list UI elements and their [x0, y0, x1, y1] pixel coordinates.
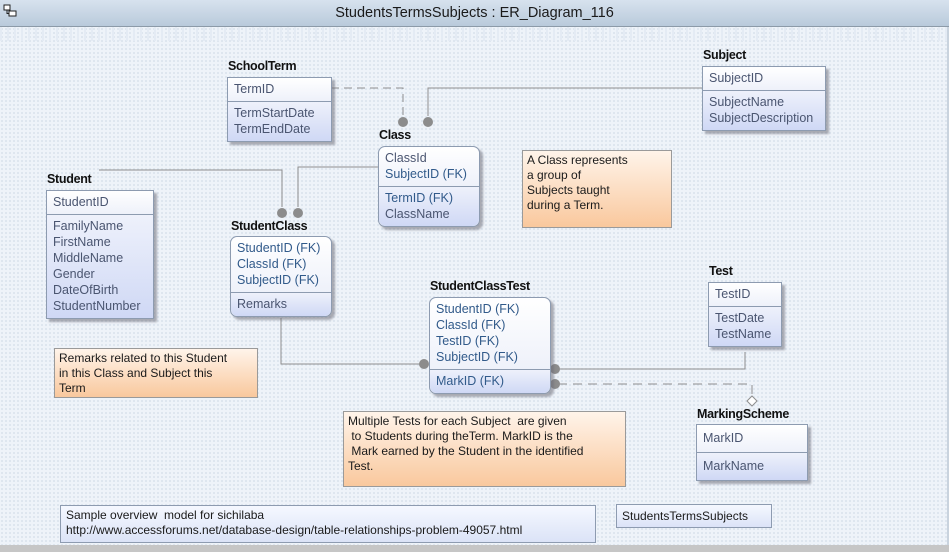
- note-source[interactable]: Sample overview model for sichilaba http…: [60, 505, 596, 543]
- note-remarks[interactable]: Remarks related to this Student in this …: [54, 348, 258, 398]
- field-subjectid-fk[interactable]: SubjectID (FK): [237, 273, 319, 287]
- relationship-endpoint-dot: [423, 117, 433, 127]
- field-classid-fk[interactable]: ClassId (FK): [436, 318, 506, 332]
- entity-subject[interactable]: SubjectID SubjectName SubjectDescription: [702, 66, 826, 131]
- rel-test-studentclasstest[interactable]: [558, 352, 746, 370]
- relationship-endpoint-dot: [398, 117, 408, 127]
- entity-studentclasstest[interactable]: StudentID (FK) ClassId (FK) TestID (FK) …: [429, 297, 551, 394]
- relationship-endpoint-dot: [550, 364, 560, 374]
- optional-diamond-icon: [746, 395, 758, 407]
- field-studentid[interactable]: StudentID: [53, 195, 109, 209]
- entity-test[interactable]: TestID TestDate TestName: [708, 282, 782, 347]
- rel-class-studentclass[interactable]: [297, 166, 378, 207]
- field-middlename[interactable]: MiddleName: [53, 251, 124, 265]
- window-title: StudentsTermsSubjects : ER_Diagram_116: [335, 5, 614, 21]
- model-label[interactable]: StudentsTermsSubjects: [616, 504, 772, 528]
- field-subjectid-fk[interactable]: SubjectID (FK): [436, 350, 518, 364]
- rel-markingscheme-studentclasstest[interactable]: [558, 383, 753, 396]
- field-subjectname[interactable]: SubjectName: [709, 95, 785, 109]
- field-studentnumber[interactable]: StudentNumber: [53, 299, 141, 313]
- bottom-scrollbar[interactable]: [0, 545, 949, 552]
- field-dateofbirth[interactable]: DateOfBirth: [53, 283, 119, 297]
- note-class[interactable]: A Class represents a group of Subjects t…: [522, 150, 672, 228]
- field-familyname[interactable]: FamilyName: [53, 219, 124, 233]
- field-classid-fk[interactable]: ClassId (FK): [237, 257, 307, 271]
- field-markid-fk[interactable]: MarkID (FK): [436, 374, 505, 388]
- entity-title-class: Class: [379, 128, 411, 142]
- field-firstname[interactable]: FirstName: [53, 235, 111, 249]
- field-remarks[interactable]: Remarks: [237, 297, 288, 311]
- entity-class[interactable]: ClassId SubjectID (FK) TermID (FK) Class…: [378, 146, 480, 227]
- field-studentid-fk[interactable]: StudentID (FK): [436, 302, 520, 316]
- rel-studentclass-studentclasstest[interactable]: [280, 318, 420, 365]
- entity-title-markingscheme: MarkingScheme: [697, 407, 789, 421]
- field-markid[interactable]: MarkID: [703, 431, 744, 445]
- field-gender[interactable]: Gender: [53, 267, 95, 281]
- field-subjectdescription[interactable]: SubjectDescription: [709, 111, 814, 125]
- entity-title-student: Student: [47, 172, 92, 186]
- relationship-endpoint-dot: [277, 208, 287, 218]
- field-testid-fk[interactable]: TestID (FK): [436, 334, 500, 348]
- relationship-endpoint-dot: [293, 208, 303, 218]
- field-termstartdate[interactable]: TermStartDate: [234, 106, 315, 120]
- field-testid[interactable]: TestID: [715, 287, 751, 301]
- field-subjectid[interactable]: SubjectID: [709, 71, 764, 85]
- field-markname[interactable]: MarkName: [703, 459, 765, 473]
- rel-schoolterm-class[interactable]: [331, 87, 404, 116]
- note-tests[interactable]: Multiple Tests for each Subject are give…: [343, 411, 626, 487]
- entity-schoolterm[interactable]: TermID TermStartDate TermEndDate: [227, 77, 332, 142]
- field-termid[interactable]: TermID: [234, 82, 275, 96]
- entity-title-studentclasstest: StudentClassTest: [430, 279, 530, 293]
- field-testdate[interactable]: TestDate: [715, 311, 765, 325]
- relationship-endpoint-dot: [550, 379, 560, 389]
- field-studentid-fk[interactable]: StudentID (FK): [237, 241, 321, 255]
- entity-title-studentclass: StudentClass: [231, 219, 308, 233]
- entity-title-test: Test: [709, 264, 733, 278]
- entity-title-subject: Subject: [703, 48, 747, 62]
- field-classid[interactable]: ClassId: [385, 151, 427, 165]
- entity-student[interactable]: StudentID FamilyName FirstName MiddleNam…: [46, 190, 154, 319]
- rel-student-studentclass[interactable]: [99, 169, 283, 207]
- field-classname[interactable]: ClassName: [385, 207, 450, 221]
- field-termenddate[interactable]: TermEndDate: [234, 122, 311, 136]
- field-testname[interactable]: TestName: [715, 327, 772, 341]
- field-subjectid-fk[interactable]: SubjectID (FK): [385, 167, 467, 181]
- diagram-icon: [3, 4, 17, 17]
- relationship-endpoint-dot: [419, 359, 429, 369]
- entity-studentclass[interactable]: StudentID (FK) ClassId (FK) SubjectID (F…: [230, 236, 332, 317]
- entity-markingscheme[interactable]: MarkID MarkName: [696, 424, 808, 481]
- rel-subject-class[interactable]: [427, 87, 703, 116]
- title-bar: StudentsTermsSubjects : ER_Diagram_116: [0, 0, 949, 27]
- field-termid-fk[interactable]: TermID (FK): [385, 191, 454, 205]
- entity-title-schoolterm: SchoolTerm: [228, 59, 297, 73]
